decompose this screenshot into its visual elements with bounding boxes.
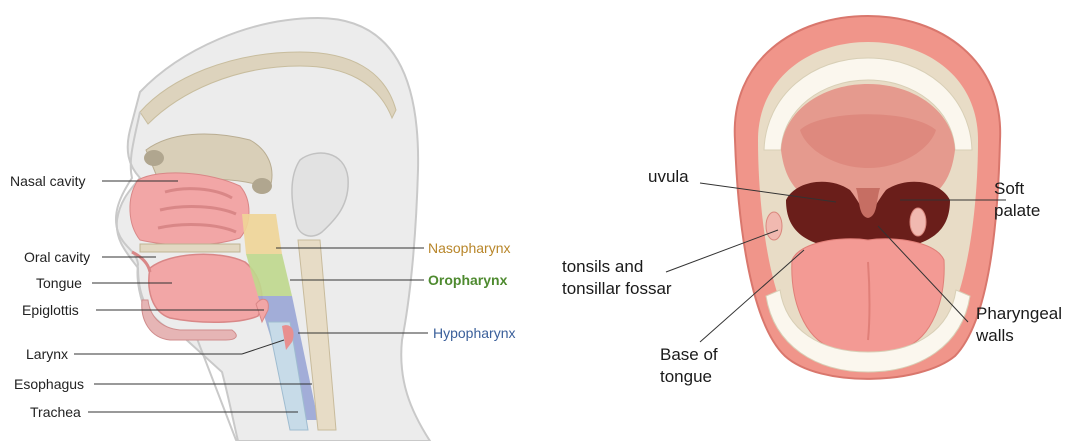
label-hypopharynx: Hypopharynx [433,325,516,341]
label-pharyngeal-2: walls [976,325,1014,346]
tongue-shape [149,254,262,322]
right-tonsil [910,208,926,236]
label-larynx: Larynx [26,346,68,362]
label-esophagus: Esophagus [14,376,84,392]
nasal-cavity [130,173,249,245]
label-soft-palate-2: palate [994,200,1040,221]
label-tongue: Tongue [36,275,82,291]
label-nasopharynx: Nasopharynx [428,240,511,256]
label-base-2: tongue [660,366,712,387]
label-epiglottis: Epiglottis [22,302,79,318]
label-soft-palate-1: Soft [994,178,1024,199]
label-base-1: Base of [660,344,718,365]
open-mouth [666,16,1006,379]
label-uvula: uvula [648,166,689,187]
label-oropharynx: Oropharynx [428,272,507,288]
frontal-sinus [144,150,164,166]
label-nasal-cavity: Nasal cavity [10,173,85,189]
label-tonsils-1: tonsils and [562,256,643,277]
sphenoid-sinus [252,178,272,194]
label-oral-cavity: Oral cavity [24,249,90,265]
left-tonsil [766,212,782,240]
label-tonsils-2: tonsillar fossar [562,278,672,299]
label-trachea: Trachea [30,404,81,420]
head-sagittal-section [74,18,430,441]
hard-palate [140,244,240,252]
label-pharyngeal-1: Pharyngeal [976,303,1062,324]
